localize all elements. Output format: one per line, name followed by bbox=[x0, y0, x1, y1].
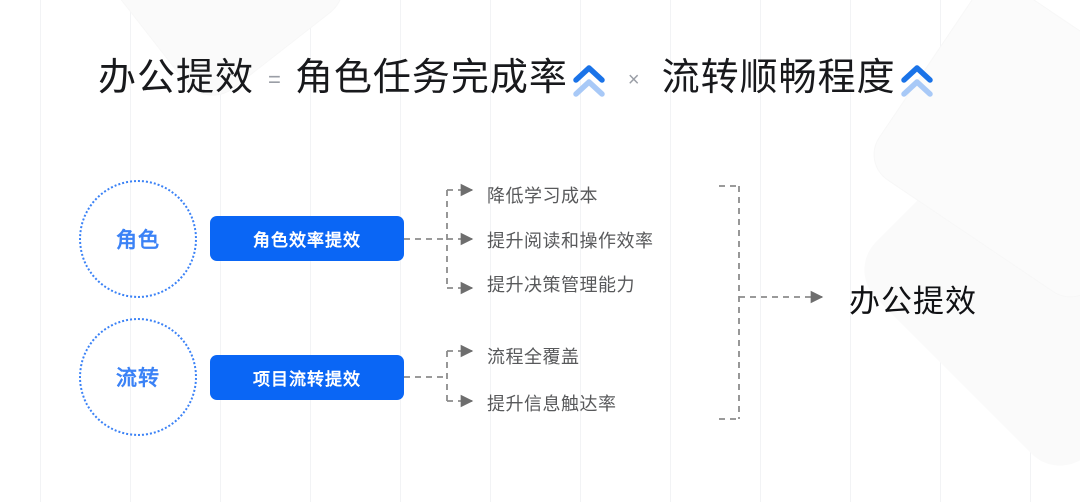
title-term-2: 角色任务完成率 bbox=[294, 57, 568, 99]
title-term-3: 流转顺畅程度 bbox=[661, 57, 896, 99]
button-project-flow[interactable]: 项目流转提效 bbox=[210, 355, 404, 400]
title-multiply-sign: × bbox=[627, 69, 640, 91]
leaf-label-2-1: 流程全覆盖 bbox=[487, 347, 580, 367]
result-label: 办公提效 bbox=[849, 284, 977, 319]
leaf-label-1-3: 提升决策管理能力 bbox=[487, 275, 635, 295]
node-circle-flow[interactable]: 流转 bbox=[79, 318, 197, 436]
button-role-efficiency-label: 角色效率提效 bbox=[253, 231, 361, 250]
node-circle-role[interactable]: 角色 bbox=[79, 180, 197, 298]
title-term-1: 办公提效 bbox=[98, 57, 255, 99]
page-title: 办公提效 = 角色任务完成率 × 流转顺畅程度 bbox=[98, 58, 934, 98]
node-circle-flow-label: 流转 bbox=[116, 367, 160, 390]
button-role-efficiency[interactable]: 角色效率提效 bbox=[210, 216, 404, 261]
double-chevron-up-icon bbox=[900, 61, 934, 101]
button-project-flow-label: 项目流转提效 bbox=[253, 370, 361, 389]
node-circle-role-label: 角色 bbox=[116, 229, 160, 252]
leaf-label-1-2: 提升阅读和操作效率 bbox=[487, 231, 654, 251]
double-chevron-up-icon bbox=[572, 61, 606, 101]
title-equals-sign: = bbox=[268, 67, 281, 92]
leaf-label-2-2: 提升信息触达率 bbox=[487, 394, 617, 414]
leaf-label-1-1: 降低学习成本 bbox=[487, 186, 598, 206]
